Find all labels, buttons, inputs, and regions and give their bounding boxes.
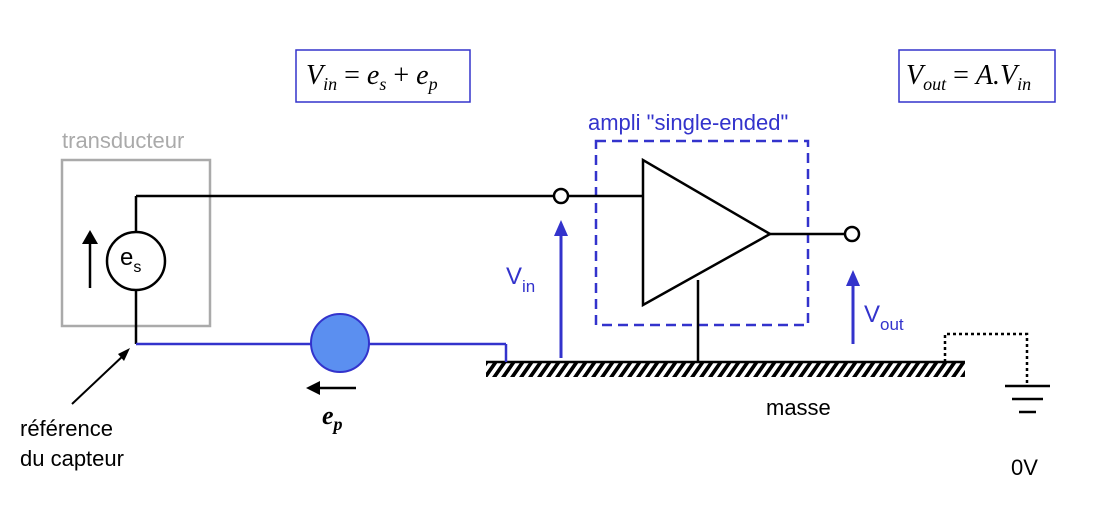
noise-source-ep — [310, 313, 370, 373]
zero-volt-label: 0V — [1011, 455, 1038, 480]
transducer-block: transducteur — [60, 128, 212, 328]
source-arrow-icon — [82, 230, 98, 288]
reference-pointer-icon — [71, 348, 130, 405]
sensor-reference-label-line1: référence — [20, 416, 113, 441]
noise-label: ep — [322, 401, 343, 434]
vout-arrow-icon — [846, 270, 860, 344]
earth-ground-icon — [1005, 384, 1050, 414]
noise-arrow-icon — [306, 381, 356, 395]
amplifier-triangle — [641, 157, 773, 308]
sensor-reference-label-line2: du capteur — [20, 446, 124, 471]
ground-plane — [486, 360, 965, 377]
ground-label: masse — [766, 395, 831, 420]
earth-connection-dotted — [943, 332, 1029, 384]
output-terminal — [843, 225, 861, 243]
voltage-source-es: es — [105, 230, 167, 292]
input-terminal — [552, 187, 570, 205]
amplifier-label: ampli "single-ended" — [588, 110, 788, 135]
vin-equation: Vin = es + ep — [295, 49, 471, 103]
vout-label: Vout — [864, 301, 904, 334]
vin-label: Vin — [506, 263, 535, 296]
svg-text:Vout = A.Vin: Vout = A.Vin — [906, 60, 1031, 94]
vout-equation: Vout = A.Vin — [898, 49, 1056, 103]
svg-text:es: es — [120, 244, 141, 276]
vin-arrow-icon — [554, 220, 568, 358]
svg-text:Vin = es + ep: Vin = es + ep — [306, 60, 438, 94]
transducer-label: transducteur — [62, 128, 184, 153]
